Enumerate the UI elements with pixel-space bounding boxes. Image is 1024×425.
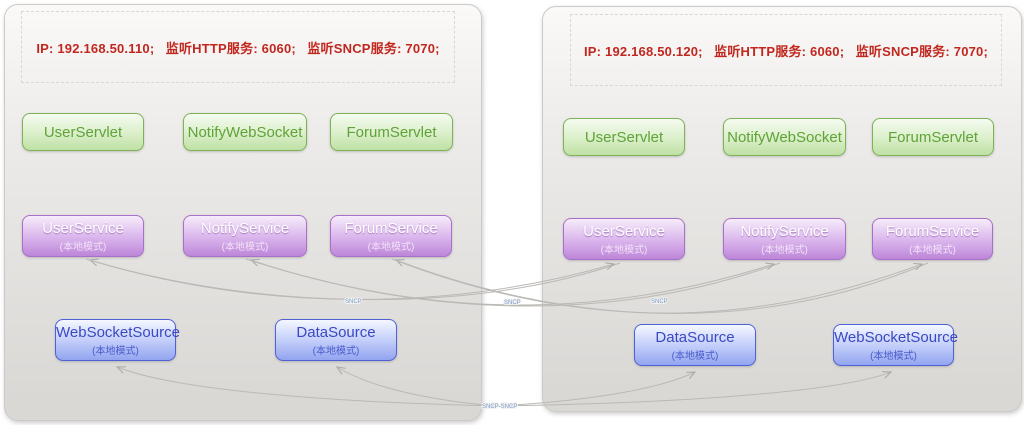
service-mode: (本地模式) <box>367 242 415 253</box>
source-box-websocket-node2: WebSocketSource (本地模式) <box>833 324 958 366</box>
service-box-notify-node2: NotifyService (本地模式) <box>723 218 846 260</box>
node1-header-text: IP: 192.168.50.110; 监听HTTP服务: 6060; 监听SN… <box>36 40 440 56</box>
sncp-source-link-label: SNCP-SNCP <box>482 404 517 410</box>
service-box-forum-node1: ForumService (本地模式) <box>330 215 452 257</box>
service-mode: (本地模式) <box>761 245 808 256</box>
servlet-label: NotifyWebSocket <box>727 128 842 146</box>
node-panel-2: IP: 192.168.50.120; 监听HTTP服务: 6060; 监听SN… <box>542 6 1022 412</box>
source-name: WebSocketSource <box>834 329 958 346</box>
service-box-user-node1: UserService (本地模式) <box>22 215 144 257</box>
service-name: UserService <box>42 220 124 237</box>
servlet-box-notify-node1: NotifyWebSocket <box>183 113 307 151</box>
service-box-user-node2: UserService (本地模式) <box>563 218 685 260</box>
service-mode: (本地模式) <box>600 245 648 256</box>
service-box-notify-node1: NotifyService (本地模式) <box>183 215 307 257</box>
servlet-box-user-node1: UserServlet <box>22 113 144 151</box>
source-mode: (本地模式) <box>92 346 139 357</box>
servlet-box-notify-node2: NotifyWebSocket <box>723 118 846 156</box>
source-name: DataSource <box>296 324 376 341</box>
servlet-label: NotifyWebSocket <box>187 123 303 141</box>
service-name: UserService <box>583 223 665 240</box>
service-name: ForumService <box>344 220 438 237</box>
source-name: WebSocketSource <box>56 324 180 341</box>
source-box-data-node1: DataSource (本地模式) <box>275 319 397 361</box>
servlet-label: UserServlet <box>43 123 123 141</box>
source-name: DataSource <box>655 329 735 346</box>
source-box-data-node2: DataSource (本地模式) <box>634 324 756 366</box>
service-box-forum-node2: ForumService (本地模式) <box>872 218 993 260</box>
source-mode: (本地模式) <box>671 351 719 362</box>
service-name: ForumService <box>885 223 980 240</box>
servlet-label: ForumServlet <box>887 128 979 146</box>
servlet-box-user-node2: UserServlet <box>563 118 685 156</box>
node2-header: IP: 192.168.50.120; 监听HTTP服务: 6060; 监听SN… <box>570 14 1002 86</box>
node-panel-1: IP: 192.168.50.110; 监听HTTP服务: 6060; 监听SN… <box>4 4 482 421</box>
servlet-box-forum-node2: ForumServlet <box>872 118 994 156</box>
source-mode: (本地模式) <box>870 351 917 362</box>
service-name: NotifyService <box>200 220 290 237</box>
source-box-websocket-node1: WebSocketSource (本地模式) <box>55 319 180 361</box>
service-mode: (本地模式) <box>221 242 269 253</box>
servlet-box-forum-node1: ForumServlet <box>330 113 453 151</box>
service-name: NotifyService <box>740 223 829 240</box>
source-mode: (本地模式) <box>312 346 360 357</box>
node1-header: IP: 192.168.50.110; 监听HTTP服务: 6060; 监听SN… <box>21 11 455 83</box>
node2-header-text: IP: 192.168.50.120; 监听HTTP服务: 6060; 监听SN… <box>583 43 989 59</box>
servlet-label: UserServlet <box>584 128 664 146</box>
servlet-label: ForumServlet <box>346 123 437 141</box>
service-mode: (本地模式) <box>909 245 956 256</box>
service-mode: (本地模式) <box>59 242 107 253</box>
sncp-link-label-2: SNCP <box>504 300 521 306</box>
